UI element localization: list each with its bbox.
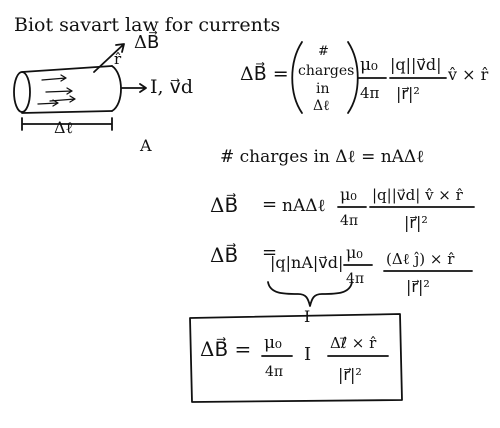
eq3-lhs: ΔB⃗ bbox=[210, 242, 238, 267]
charge-arrow bbox=[45, 87, 73, 95]
eq3-frac-num: (Δℓ ĵ) × r̂ bbox=[386, 250, 455, 268]
eq1-paren-line1: # bbox=[318, 44, 329, 59]
charges-expression: # charges in Δℓ = nAΔℓ bbox=[220, 147, 424, 167]
eq1-paren-line3: in bbox=[316, 81, 330, 97]
eq1-coef-num: μ₀ bbox=[360, 55, 378, 75]
r-hat-label: r̂ bbox=[114, 50, 122, 68]
eq2-frac-num: |q||v⃗d| v̂ × r̂ bbox=[372, 186, 464, 204]
equation-2: ΔB⃗ = nAΔℓ μ₀ 4π |q||v⃗d| v̂ × r̂ |r⃗|² bbox=[210, 185, 475, 232]
eq2-equals: = bbox=[262, 194, 277, 215]
eq1-tail: v̂ × r̂ bbox=[447, 65, 489, 84]
eq3-coef-num: μ₀ bbox=[346, 243, 363, 262]
eq2-coef-den: 4π bbox=[340, 213, 358, 229]
eq1-paren-line2: charges bbox=[298, 63, 354, 79]
eq4-current: I bbox=[304, 344, 311, 365]
length-label: Δℓ bbox=[54, 118, 74, 137]
eq1-frac-den: |r⃗|² bbox=[396, 84, 420, 103]
eq4-coef-den: 4π bbox=[265, 364, 283, 380]
eq2-lhs: ΔB⃗ bbox=[210, 192, 238, 217]
charge-arrow bbox=[37, 99, 59, 107]
r-hat-arrow bbox=[93, 43, 125, 73]
eq4-frac-den: |r⃗|² bbox=[338, 365, 362, 384]
result-box-border bbox=[189, 313, 403, 403]
length-marker bbox=[21, 117, 113, 131]
eq3-factor: |q|nA|v⃗d| bbox=[270, 253, 343, 272]
equation-1: ΔB⃗ = # charges in Δℓ μ₀ 4π |q||v⃗d| |r⃗… bbox=[240, 41, 489, 114]
eq4-coef-num: μ₀ bbox=[264, 333, 282, 353]
eq2-coef-num: μ₀ bbox=[340, 185, 357, 204]
underbrace bbox=[267, 281, 353, 307]
eq1-paren-line4: Δℓ bbox=[313, 98, 330, 114]
charge-arrow bbox=[41, 74, 67, 82]
eq1-lhs: ΔB⃗ = bbox=[240, 62, 289, 85]
eq1-coef-den: 4π bbox=[360, 84, 380, 102]
page-title: Biot savart law for currents bbox=[14, 14, 280, 36]
eq3-equals: = bbox=[262, 242, 277, 263]
delta-b-label: ΔB⃗ bbox=[134, 31, 159, 53]
wire-cylinder-top bbox=[21, 65, 113, 73]
wire-cylinder-bottom bbox=[21, 110, 113, 114]
current-velocity-label: I, v⃗d bbox=[150, 76, 193, 98]
eq4-frac-num: Δℓ⃗ × r̂ bbox=[330, 334, 377, 352]
eq1-frac-num: |q||v⃗d| bbox=[390, 55, 442, 74]
eq2-frac-den: |r⃗|² bbox=[404, 213, 428, 232]
eq1-paren-left bbox=[291, 41, 303, 114]
eq3-coef-den: 4π bbox=[346, 271, 364, 287]
wire-cylinder-end bbox=[13, 71, 31, 113]
eq3-frac-den: |r⃗|² bbox=[406, 277, 430, 296]
current-arrow bbox=[121, 83, 147, 93]
equation-3: ΔB⃗ = |q|nA|v⃗d| μ₀ 4π (Δℓ ĵ) × r̂ |r⃗|²… bbox=[210, 242, 473, 326]
wire-cylinder-far-end bbox=[111, 65, 122, 112]
wire-diagram bbox=[13, 43, 147, 131]
eq2-factor: nAΔℓ bbox=[282, 196, 326, 216]
result-box: ΔB⃗ = μ₀ 4π I Δℓ⃗ × r̂ |r⃗|² bbox=[189, 313, 403, 403]
area-label: A bbox=[139, 136, 152, 155]
eq4-lhs: ΔB⃗ = bbox=[200, 336, 251, 361]
